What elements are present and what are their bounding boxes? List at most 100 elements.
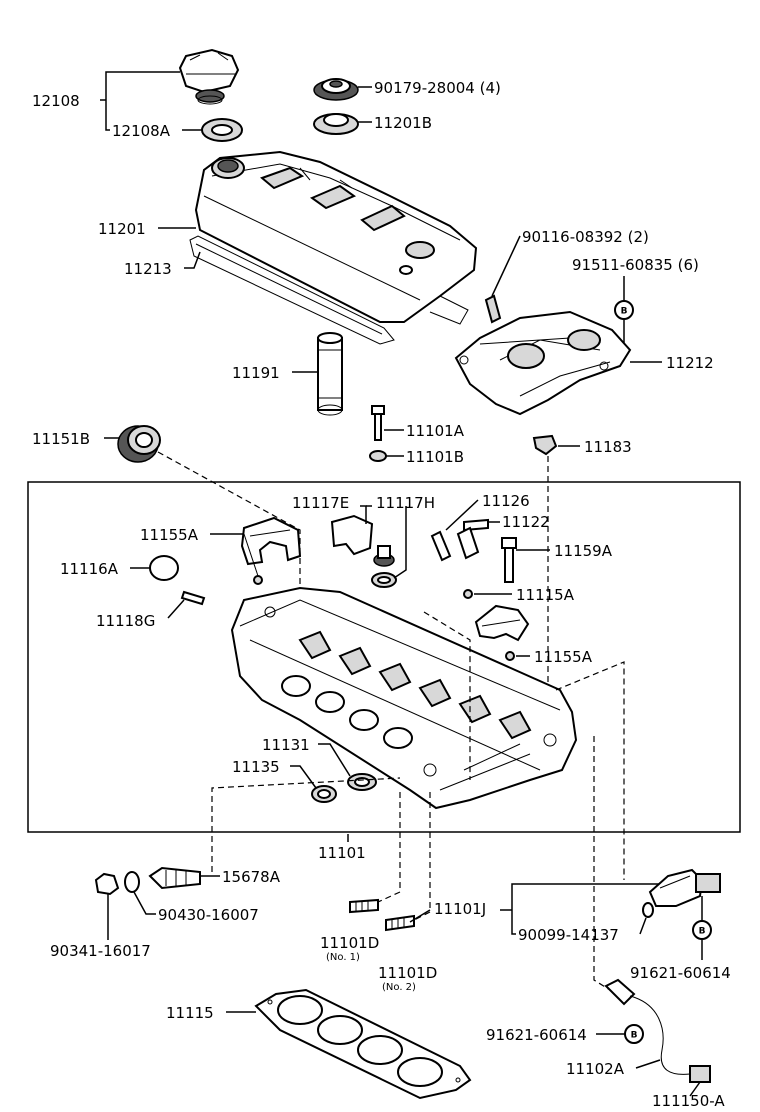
cam-sensor: [648, 868, 721, 907]
cylinder-head: [230, 586, 578, 810]
washer-11101B: [369, 450, 387, 462]
leader-11118G: [167, 599, 185, 619]
label-12108: 12108: [32, 92, 80, 110]
filler-cap-gasket: [201, 118, 243, 142]
stud-11101D-1: [349, 898, 379, 914]
label-91511: 91511-60835 (6): [572, 256, 699, 274]
label-11213: 11213: [124, 260, 172, 278]
label-11115: 11115: [166, 1004, 214, 1022]
label-11101D-1-note: (No. 1): [326, 952, 360, 963]
label-11116A: 11116A: [60, 560, 119, 578]
assembly-frame: [27, 481, 741, 833]
label-11101: 11101: [318, 844, 366, 862]
camshaft-bearing-cap: [454, 310, 632, 416]
pin-11122: [456, 518, 489, 560]
label-91621-2: 91621-60614: [486, 1026, 587, 1044]
label-11101D-1: 11101D: [320, 934, 379, 952]
label-11101D-2-note: (No. 2): [382, 982, 416, 993]
label-11159A: 11159A: [554, 542, 613, 560]
oil-filler-cap: [178, 48, 240, 105]
dash-15678A: [211, 777, 401, 872]
label-90116: 90116-08392 (2): [522, 228, 649, 246]
leader-90099: [639, 917, 647, 935]
stud-90116: [484, 294, 502, 324]
label-11131: 11131: [262, 736, 310, 754]
bearing-cap-left: [240, 516, 302, 566]
plug-11116A: [149, 555, 179, 581]
leader-11102A: [635, 1059, 661, 1069]
label-11155A-1: 11155A: [140, 526, 199, 544]
plug-11117H: [371, 545, 397, 588]
dash-11151B: [157, 451, 301, 600]
dash-head-right-2: [555, 661, 625, 880]
leader-111150A: [689, 1081, 701, 1097]
label-11191: 11191: [232, 364, 280, 382]
pin-11118G: [180, 590, 206, 606]
label-11117H: 11117H: [376, 494, 435, 512]
label-11101A: 11101A: [406, 422, 465, 440]
label-90430: 90430-16007: [158, 906, 259, 924]
stud-11101D-2: [385, 914, 415, 932]
label-11101D-2: 11101D: [378, 964, 437, 982]
leader-11155A-1b: [243, 533, 259, 577]
label-11201: 11201: [98, 220, 146, 238]
label-11115A: 11115A: [516, 586, 575, 604]
crank-sensor: [604, 978, 711, 1083]
gasket-90430: [124, 871, 140, 893]
label-11126: 11126: [482, 492, 530, 510]
spark-plug-tube: [317, 332, 343, 416]
o-ring-90099: [642, 902, 654, 918]
grommet-90179: [313, 78, 359, 101]
seal-11135: [311, 785, 337, 803]
label-90341: 90341-16017: [50, 942, 151, 960]
leader-11101D-2: [409, 909, 431, 923]
head-gasket: [254, 988, 472, 1100]
plug-90341: [94, 872, 120, 896]
label-15678A: 15678A: [222, 868, 281, 886]
plate-11117E: [330, 514, 374, 556]
marker-b-91511: B: [614, 300, 634, 320]
label-91621-1: 91621-60614: [630, 964, 731, 982]
bolt-11101A: [371, 405, 385, 441]
leader-11135: [290, 765, 317, 789]
leader-11101J: [500, 883, 660, 935]
dash-11101D-2: [413, 792, 431, 921]
label-11122: 11122: [502, 513, 550, 531]
pin-11155A-right: [505, 651, 515, 661]
label-11118G: 11118G: [96, 612, 155, 630]
dash-crank-sensor: [593, 736, 611, 991]
label-11201B: 11201B: [374, 114, 432, 132]
label-11183: 11183: [584, 438, 632, 456]
label-90179: 90179-28004 (4): [374, 79, 501, 97]
bearing-cap-right: [474, 604, 530, 642]
label-12108A: 12108A: [112, 122, 171, 140]
marker-b-label: B: [699, 927, 706, 937]
pin-11155A-left: [253, 575, 263, 585]
bolt-11159A: [501, 537, 517, 583]
label-111150A: 111150-A: [652, 1092, 725, 1110]
label-11117E: 11117E: [292, 494, 349, 512]
label-11101J: 11101J: [434, 900, 486, 918]
leader-12108: [100, 71, 180, 131]
label-11151B: 11151B: [32, 430, 90, 448]
leader-11126: [445, 499, 479, 531]
leader-90430: [133, 891, 156, 915]
seal-11131: [347, 773, 377, 791]
label-90099: 90099-14137: [518, 926, 619, 944]
sensor-15678A: [148, 866, 201, 890]
label-11102A: 11102A: [566, 1060, 625, 1078]
label-11101B: 11101B: [406, 448, 464, 466]
label-11155A-2: 11155A: [534, 648, 593, 666]
marker-b-label: B: [631, 1031, 638, 1041]
dash-head-right: [423, 611, 471, 780]
label-11135: 11135: [232, 758, 280, 776]
label-11212: 11212: [666, 354, 714, 372]
cylinder-head-cover: [194, 150, 478, 323]
marker-b-91621-1: B: [692, 920, 712, 940]
marker-b-91621-2: B: [624, 1024, 644, 1044]
seal-11201B: [313, 113, 359, 135]
pin-11126: [430, 530, 452, 562]
head-cover-gasket: [189, 235, 469, 345]
leader-11117H: [393, 506, 407, 579]
